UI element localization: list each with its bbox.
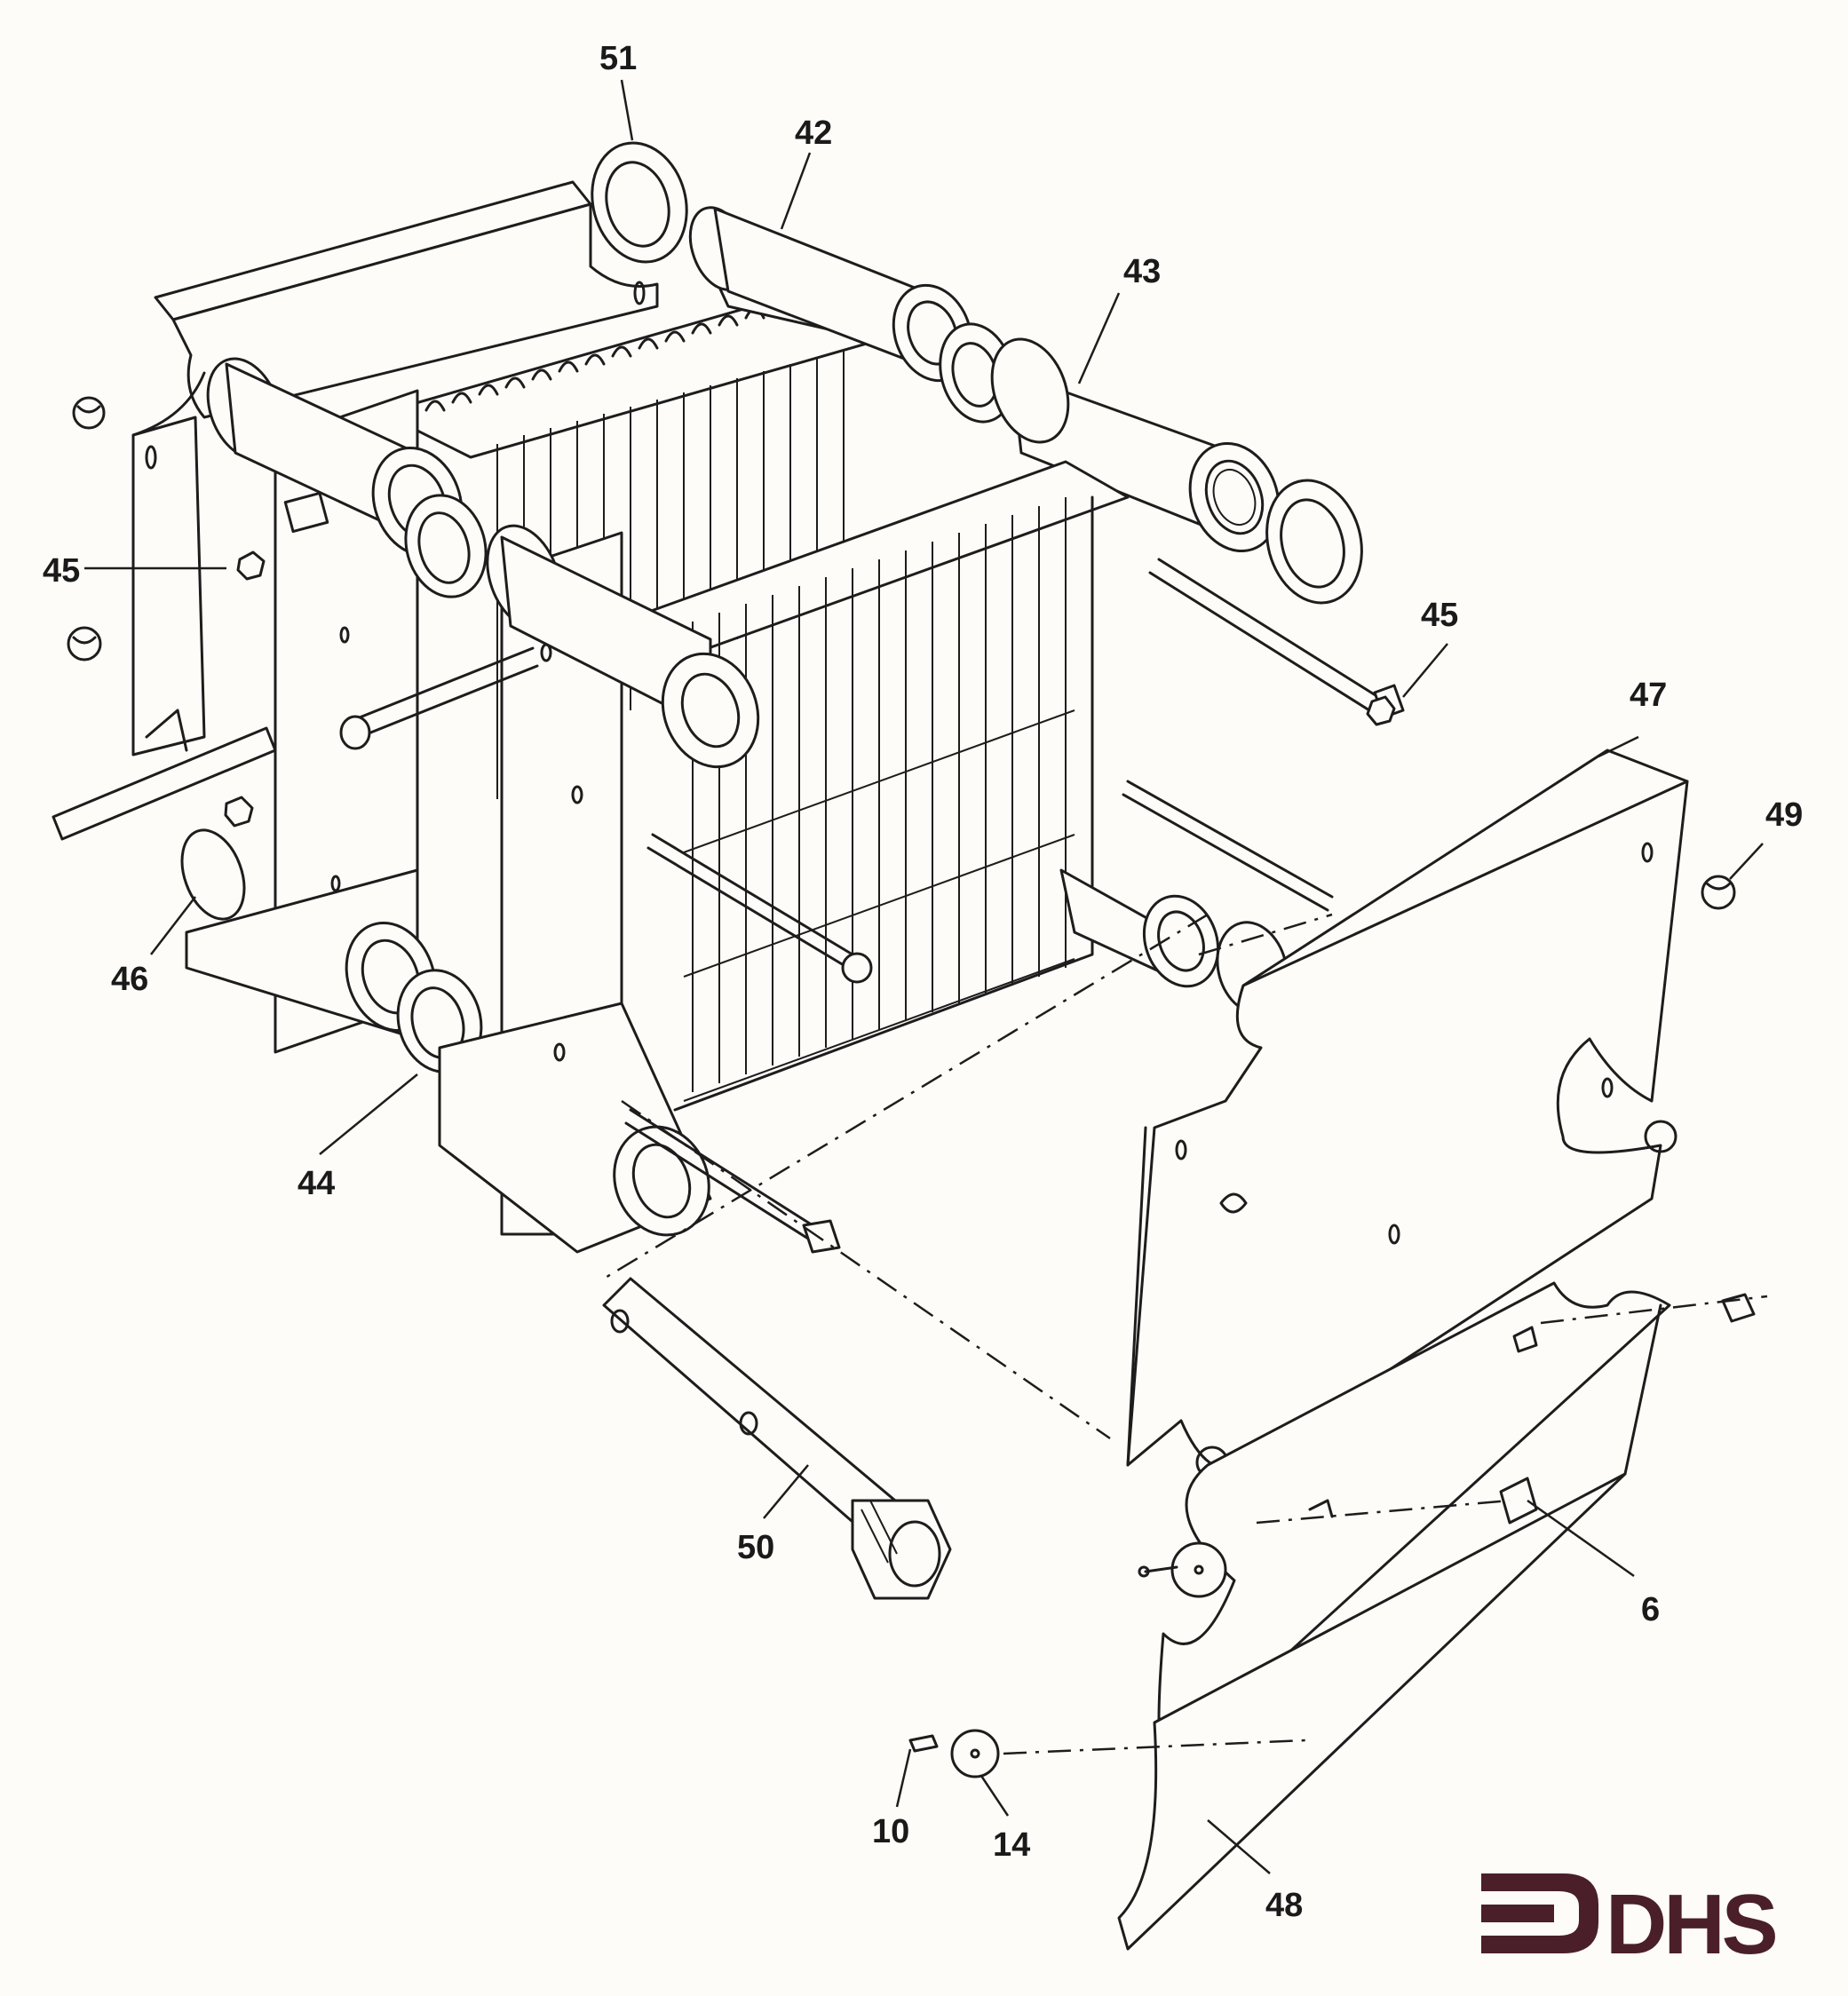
left-section-46	[180, 357, 464, 1054]
gasket-51	[591, 141, 688, 264]
retaining-clips	[67, 396, 1736, 1479]
nuts-45	[224, 550, 1396, 828]
logo-arrow-mark	[1481, 1873, 1598, 1953]
callout-51: 51	[599, 40, 637, 77]
header-pipe-42	[688, 206, 973, 383]
small-fasteners	[908, 1293, 1756, 1778]
callout-43: 43	[1123, 253, 1161, 290]
alignment-lines	[603, 913, 1768, 1755]
bottom-panel-48	[1117, 1281, 1671, 1951]
callout-48: 48	[1265, 1887, 1303, 1924]
callout-14: 14	[993, 1826, 1030, 1864]
center-section	[438, 524, 760, 1254]
callout-6: 6	[1641, 1591, 1660, 1628]
gasket-upper-right	[1265, 479, 1363, 605]
side-panel-47	[1126, 748, 1689, 1470]
leader-lines	[84, 79, 1764, 1874]
callout-42: 42	[795, 115, 832, 152]
callout-47: 47	[1630, 677, 1667, 714]
callout-50: 50	[737, 1529, 774, 1566]
rear-mounting-plate	[52, 180, 659, 841]
callout-49: 49	[1765, 796, 1803, 834]
pipe-50	[602, 1277, 952, 1600]
header-pipe-43	[990, 337, 1281, 553]
logo-text: DHS	[1606, 1877, 1776, 1972]
front-fin-block	[620, 460, 1130, 1112]
callout-10: 10	[872, 1813, 909, 1850]
dhs-logo: DHS	[1481, 1873, 1780, 1972]
callout-45-left: 45	[43, 552, 80, 590]
callout-44: 44	[297, 1165, 335, 1202]
callout-labels: 51 42 43 45 45 47 49 46 44 50 6 10 14 48	[43, 40, 1803, 1924]
callout-45-right: 45	[1421, 597, 1458, 634]
callout-46: 46	[111, 961, 148, 998]
